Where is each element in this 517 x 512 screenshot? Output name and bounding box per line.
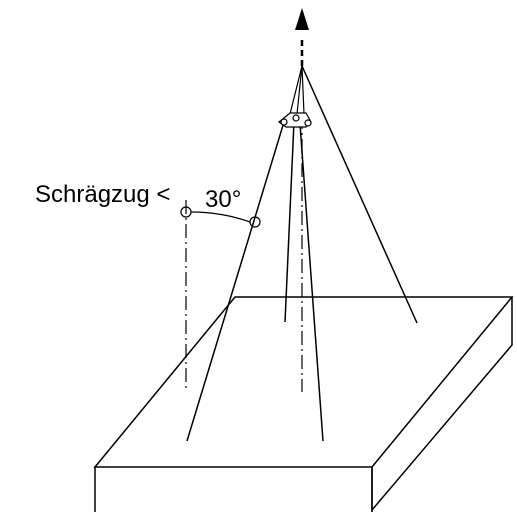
angle-value-label: 30°: [205, 186, 241, 213]
angle-arc: [190, 211, 251, 223]
sling-leg-front-right: [299, 123, 324, 442]
upper-leg-3: [301, 65, 305, 115]
slab-top-face: [93, 296, 514, 468]
arrow-up-icon: [295, 8, 309, 66]
sling-leg-right: [301, 65, 418, 324]
angle-marker: [180, 206, 261, 228]
sling-upper-legs: [289, 65, 305, 115]
load-slab: [93, 296, 514, 512]
upper-leg-1: [289, 65, 303, 115]
sling-angle-label: Schrägzug <: [35, 181, 170, 208]
slab-side-face: [371, 297, 513, 512]
sling-leg-left: [186, 121, 285, 442]
shackle-icon: [278, 112, 312, 128]
sling-leg-front-left: [284, 121, 295, 323]
upper-leg-2: [296, 65, 303, 115]
sling-legs: [186, 65, 418, 442]
